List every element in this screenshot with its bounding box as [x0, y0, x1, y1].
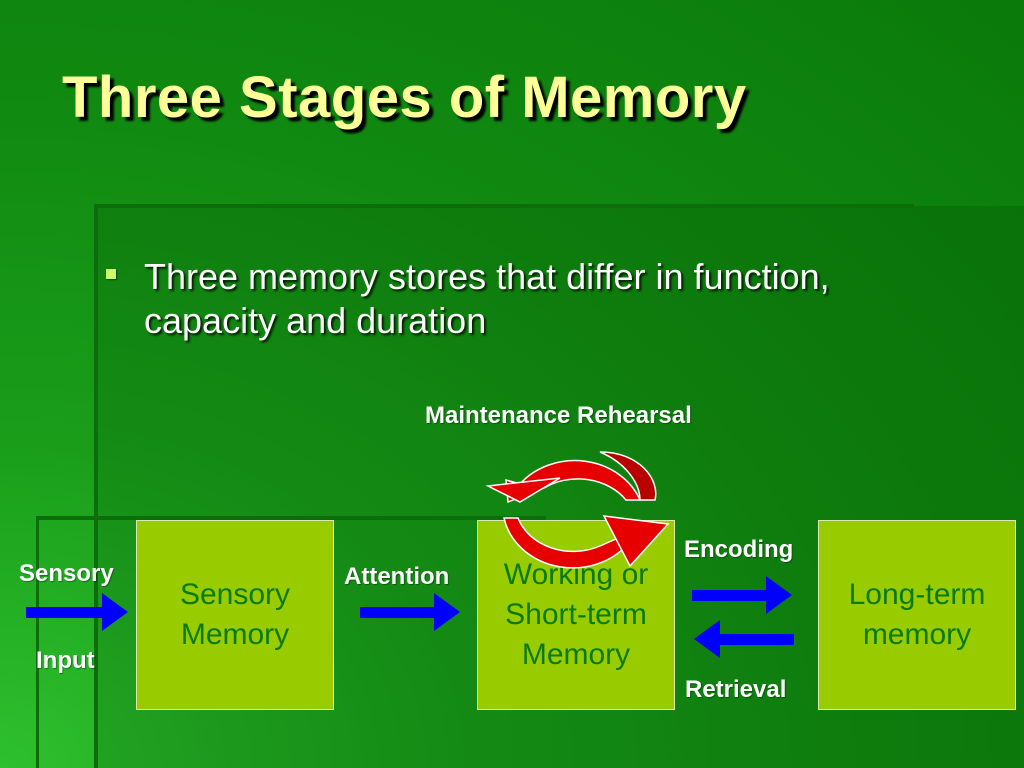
retrieval-arrow-icon [694, 620, 794, 658]
encoding-label: Encoding [684, 536, 794, 563]
deco-line-top [94, 204, 914, 208]
sensory-input-label-bottom: Input [36, 647, 95, 674]
rehearsal-cycle-arrows-icon [485, 451, 670, 569]
sensory-input-label-top: Sensory [19, 560, 114, 587]
encoding-arrow-icon [692, 576, 792, 614]
attention-arrow-icon [360, 593, 460, 631]
deco-line-left [94, 204, 98, 768]
attention-label: Attention [344, 563, 450, 590]
bullet-text: Three memory stores that differ in funct… [144, 256, 830, 341]
sensory-memory-box: Sensory Memory [136, 520, 334, 710]
retrieval-label: Retrieval [685, 676, 787, 703]
sensory-input-arrow-icon [26, 593, 128, 631]
deco-line-lower-left [36, 516, 39, 768]
deco-line-lower [36, 516, 546, 520]
square-bullet-icon [106, 269, 116, 279]
slide-title: Three Stages of Memory [62, 65, 747, 130]
long-term-memory-box: Long-term memory [818, 520, 1016, 710]
maintenance-rehearsal-label: Maintenance Rehearsal [425, 402, 692, 429]
